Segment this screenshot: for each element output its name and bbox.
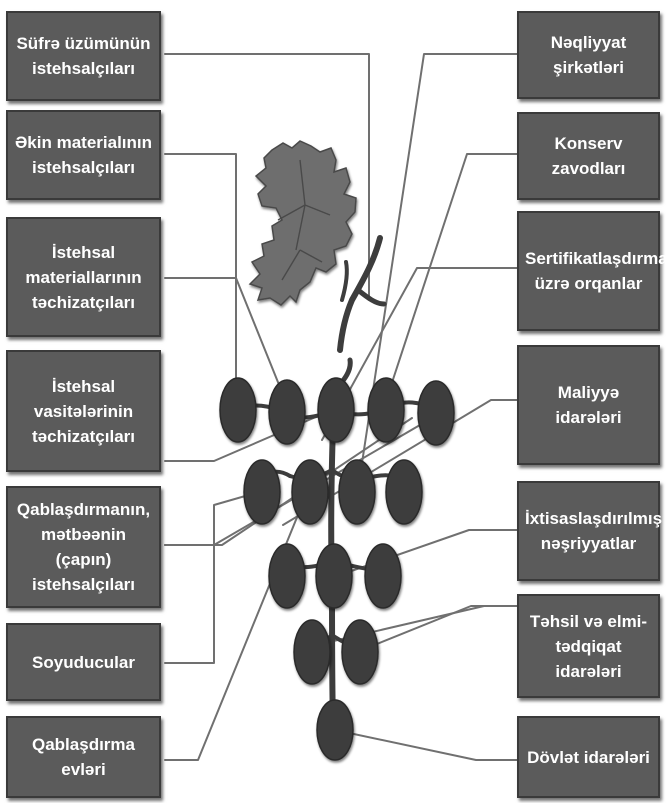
grape-12 (365, 544, 401, 608)
connector-dovlet (335, 730, 517, 760)
box-label-line: Dövlət idarələri (527, 748, 650, 767)
grape-leaf-icon (250, 141, 356, 305)
box-label-line: təchizatçıları (32, 427, 135, 446)
box-label-line: istehsalçıları (32, 158, 135, 177)
box-tehsil-elmi-tedqiqat-idareleri: Təhsil və elmi- tədqiqat idarələri (517, 594, 660, 698)
box-label-line: Nəqliyyat şirkətləri (551, 33, 627, 77)
box-label-line: istehsalçıları (32, 575, 135, 594)
box-label-line: Soyuducular (32, 653, 135, 672)
box-qablasdirma-metbee-istehsalcilari: Qablaşdırmanın, mətbəənin (çapın) istehs… (6, 486, 161, 608)
grape-3 (318, 378, 354, 442)
box-sufre-uzumu-istehsalcilari: Süfrə üzümünün istehsalçıları (6, 11, 161, 101)
grape-bunch-icon (220, 378, 454, 760)
box-label-line: Konserv zavodları (552, 134, 626, 178)
grape-9 (386, 460, 422, 524)
grape-13 (294, 620, 330, 684)
grape-10 (269, 544, 305, 608)
grape-4 (368, 378, 404, 442)
grape-1 (220, 378, 256, 442)
box-label-line: Sertifikatlaşdırma (525, 249, 666, 268)
box-label-line: Süfrə üzümünün (16, 34, 150, 53)
grape-2 (269, 380, 305, 444)
grape-5 (418, 381, 454, 445)
box-label-line: Qablaşdırmanın, (17, 500, 150, 519)
box-maliyye-idareleri: Maliyyə idarələri (517, 345, 660, 465)
box-label-line: İxtisaslaşdırılmış (525, 509, 662, 528)
box-qablasdirma-evleri: Qablaşdırma evləri (6, 716, 161, 798)
connector-ekin (165, 154, 236, 410)
box-istehsal-materiallari-techizatcilari: İstehsal materiallarının təchizatçıları (6, 217, 161, 337)
box-ixtisaslasdirilmis-nesriyyatlar: İxtisaslaşdırılmış nəşriyyatlar (517, 481, 660, 581)
box-label-line: Əkin materialının (15, 133, 152, 152)
box-neqliyyat-sirketleri: Nəqliyyat şirkətləri (517, 11, 660, 99)
connector-qablasdirma-evleri (165, 483, 311, 760)
box-label-line: üzrə orqanlar (535, 274, 643, 293)
box-label-line: İstehsal (52, 377, 115, 396)
box-label-line: Maliyyə idarələri (555, 383, 621, 427)
box-label-line: təchizatçıları (32, 293, 135, 312)
box-label-line: tədqiqat idarələri (555, 637, 621, 681)
box-soyuducular: Soyuducular (6, 623, 161, 701)
grape-15 (317, 700, 353, 760)
box-label-line: materiallarının (25, 268, 141, 287)
box-sertifikatlasdirma-orqanlari: Sertifikatlaşdırma üzrə orqanlar (517, 211, 660, 331)
box-konserv-zavodlari: Konserv zavodları (517, 112, 660, 200)
box-label-line: mətbəənin (çapın) (41, 525, 126, 569)
grape-8 (339, 460, 375, 524)
grape-6 (244, 460, 280, 524)
grape-14 (342, 620, 378, 684)
box-ekin-materiali-istehsalcilari: Əkin materialının istehsalçıları (6, 110, 161, 200)
box-label-line: vasitələrinin (34, 402, 133, 421)
box-dovlet-idareleri: Dövlət idarələri (517, 716, 660, 798)
box-label-line: Qablaşdırma evləri (32, 735, 135, 779)
grape-7 (292, 460, 328, 524)
box-label-line: İstehsal (52, 243, 115, 262)
grape-11 (316, 544, 352, 608)
box-label-line: nəşriyyatlar (541, 534, 636, 553)
box-label-line: Təhsil və elmi- (530, 612, 647, 631)
box-label-line: istehsalçıları (32, 59, 135, 78)
box-istehsal-vasiteleri-techizatcilari: İstehsal vasitələrinin təchizatçıları (6, 350, 161, 472)
